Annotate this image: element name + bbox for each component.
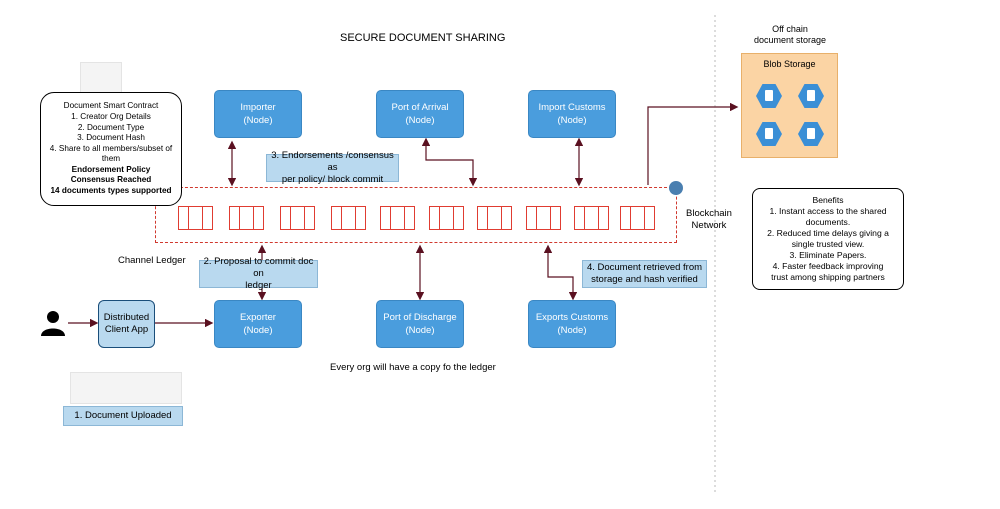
ledger-block [620,206,655,230]
diagram-title: SECURE DOCUMENT SHARING [340,32,506,44]
node-exporter-name: Exporter [240,312,276,323]
blob-storage: Blob Storage [741,53,838,158]
node-exports-customs: Exports Customs (Node) [528,300,616,348]
offchain-title: Off chain document storage [753,24,827,45]
ledger-block [178,206,213,230]
node-port-of-arrival-name: Port of Arrival [391,102,449,113]
benefits-box: Benefits 1. Instant access to the shared… [752,188,904,290]
node-port-of-discharge-type: (Node) [405,325,435,336]
blockchain-network [155,187,677,243]
ledger-block [477,206,512,230]
benefit-line: 2. Reduced time delays giving a [767,228,889,238]
node-import-customs-type: (Node) [557,115,587,126]
distributed-client-app: Distributed Client App [98,300,155,348]
contract-line: 4. Share to all members/subset of [49,143,173,153]
contract-bold-line: Endorsement Policy [71,164,151,174]
footer-note: Every org will have a copy fo the ledger [330,362,496,373]
node-import-customs: Import Customs (Node) [528,90,616,138]
user-icon [41,311,65,336]
client-app-label: Distributed Client App [103,312,150,335]
node-importer: Importer (Node) [214,90,302,138]
node-port-of-discharge: Port of Discharge (Node) [376,300,464,348]
step-2-label: 2. Proposal to commit doc on ledger [199,256,318,291]
benefit-line: 4. Faster feedback improving [772,261,884,271]
ledger-block [331,206,366,230]
ledger-block [526,206,561,230]
channel-ledger-label: Channel Ledger [118,255,186,266]
benefit-line: documents. [805,217,851,227]
benefits-title: Benefits [812,195,844,205]
network-badge-icon [669,181,683,195]
contract-thumbnail [80,62,122,94]
blockchain-network-label: Blockchain Network [686,208,732,231]
step-4-label: 4. Document retrieved from storage and h… [582,260,707,288]
contract-line: 3. Document Hash [77,133,145,143]
benefit-line: 1. Instant access to the shared [769,206,887,216]
ledger-block [229,206,264,230]
app-screenshot-thumbnail [70,372,182,404]
node-importer-name: Importer [240,102,276,113]
node-port-of-arrival: Port of Arrival (Node) [376,90,464,138]
arrow-exports-customs [543,244,578,301]
contract-line: Document Smart Contract [63,101,159,111]
contract-line: 2. Document Type [77,122,145,132]
node-exporter: Exporter (Node) [214,300,302,348]
ledger-block [574,206,609,230]
node-exports-customs-name: Exports Customs [535,312,609,323]
benefit-line: 3. Eliminate Papers. [789,250,867,260]
node-exports-customs-type: (Node) [557,325,587,336]
document-icon [798,122,824,146]
ledger-block [280,206,315,230]
step-1-label: 1. Document Uploaded [63,406,183,426]
node-port-of-discharge-name: Port of Discharge [383,312,457,323]
benefit-line: trust among shipping partners [771,272,885,282]
document-icon [798,84,824,108]
node-import-customs-name: Import Customs [538,102,606,113]
benefit-line: single trusted view. [791,239,865,249]
contract-line: 1. Creator Org Details [71,111,151,121]
contract-bold-line: 14 documents types supported [50,186,172,196]
arrow-blob [647,102,739,185]
ledger-block [429,206,464,230]
step-3-label: 3. Endorsements /consensus as per policy… [266,150,399,185]
contract-line: them [101,154,121,164]
contract-bold-line: Consensus Reached [70,175,152,185]
arrow-port-arrival [421,137,478,187]
document-icon [756,122,782,146]
node-port-of-arrival-type: (Node) [405,115,435,126]
node-importer-type: (Node) [243,115,273,126]
ledger-block [380,206,415,230]
smart-contract-callout: Document Smart Contract 1. Creator Org D… [40,92,182,206]
blob-storage-title: Blob Storage [763,59,816,69]
document-icon [756,84,782,108]
node-exporter-type: (Node) [243,325,273,336]
